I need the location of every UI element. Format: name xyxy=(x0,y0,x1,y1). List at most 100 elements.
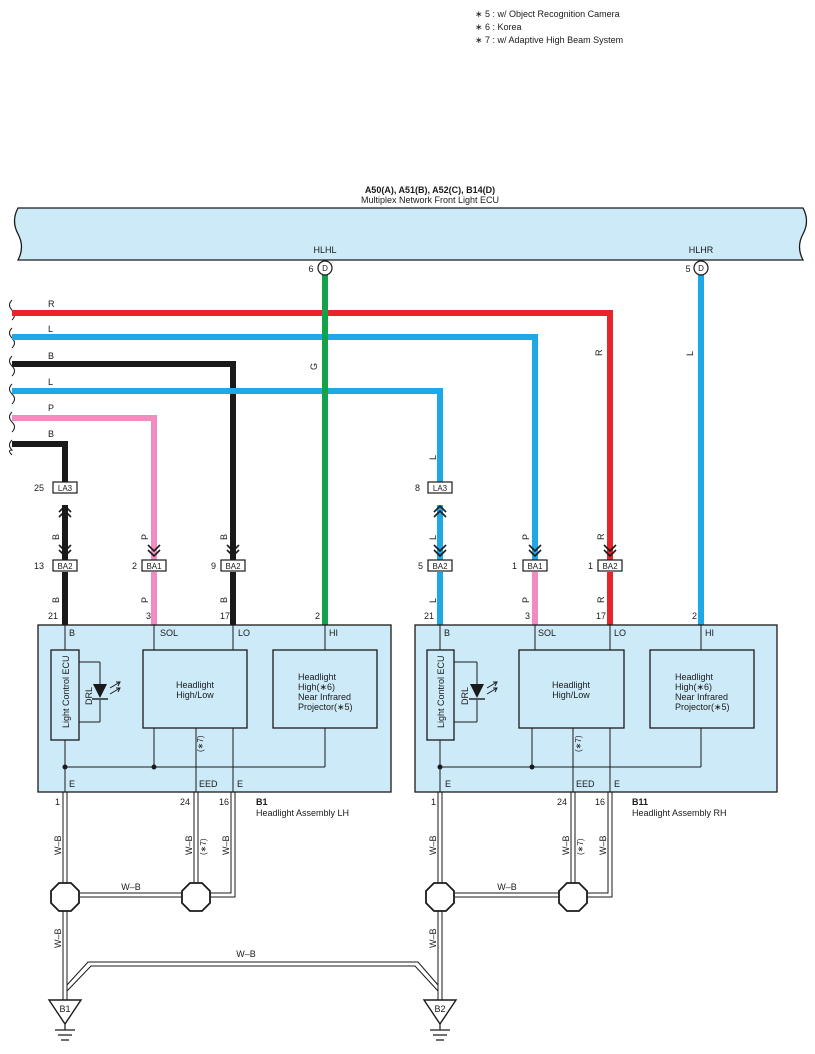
label-b-4: B xyxy=(219,597,229,603)
svg-text:HI: HI xyxy=(705,628,714,638)
svg-text:W–B: W–B xyxy=(598,835,608,855)
svg-text:W–B: W–B xyxy=(53,835,63,855)
svg-text:W–B: W–B xyxy=(184,835,194,855)
svg-text:Headlight: Headlight xyxy=(176,680,215,690)
rh-hi-projector xyxy=(649,649,755,729)
svg-text:(∗7): (∗7) xyxy=(576,838,585,855)
connector-ba2-left-b: BA2 13 xyxy=(34,559,78,572)
svg-text:E: E xyxy=(614,779,620,789)
svg-text:Headlight: Headlight xyxy=(675,672,714,682)
svg-text:LA3: LA3 xyxy=(58,484,73,493)
wire-l-top xyxy=(12,334,538,560)
rh-drl-led-icon xyxy=(469,681,498,700)
label-r-2: R xyxy=(596,596,606,603)
svg-text:W–B: W–B xyxy=(497,882,517,892)
connector-ba2-right-r: BA2 1 xyxy=(588,559,623,572)
svg-text:W–B: W–B xyxy=(561,835,571,855)
svg-text:2: 2 xyxy=(692,611,697,621)
svg-text:1: 1 xyxy=(512,561,517,571)
rh-note7: (∗7) xyxy=(574,735,583,752)
wire-r xyxy=(12,310,613,560)
svg-text:EED: EED xyxy=(199,779,218,789)
svg-text:LO: LO xyxy=(238,628,250,638)
rh-drl-label: DRL xyxy=(460,687,470,705)
connector-boxes: LA3 25 LA3 8 BA2 13 BA1 2 BA2 9 BA2 5 xyxy=(34,481,623,572)
rh-assembly-name: Headlight Assembly RH xyxy=(632,808,727,818)
label-g: G xyxy=(309,363,319,370)
label-p-4: P xyxy=(521,597,531,603)
lh-headlight-high-low xyxy=(142,649,248,729)
lh-note7: (∗7) xyxy=(196,735,205,752)
svg-text:W–B: W–B xyxy=(428,835,438,855)
ecu-hlhl-label: HLHL xyxy=(313,245,336,255)
rh-ecu-label: Light Control ECU xyxy=(436,655,446,728)
label-b-3: B xyxy=(51,597,61,603)
svg-text:EED: EED xyxy=(576,779,595,789)
label-wire-b2: B xyxy=(48,429,54,439)
rh-assembly-code: B11 xyxy=(632,797,648,807)
svg-text:BA2: BA2 xyxy=(225,562,241,571)
label-p-1: P xyxy=(140,534,150,540)
wb-labels: W–B W–B (∗7) W–B W–B W–B W–B W–B W–B (∗7… xyxy=(53,835,608,959)
svg-text:2: 2 xyxy=(315,611,320,621)
lh-ecu-label: Light Control ECU xyxy=(61,655,71,728)
ecu-hlhr-pin: 5 xyxy=(685,264,690,274)
svg-text:13: 13 xyxy=(34,561,44,571)
svg-text:E: E xyxy=(237,779,243,789)
svg-text:16: 16 xyxy=(595,797,605,807)
ground-b1-label: B1 xyxy=(59,1004,70,1014)
svg-text:W–B: W–B xyxy=(428,928,438,948)
svg-text:Near Infrared: Near Infrared xyxy=(298,692,351,702)
svg-text:17: 17 xyxy=(596,611,606,621)
svg-text:Projector(∗5): Projector(∗5) xyxy=(298,702,353,712)
note-6: ∗ 6 : Korea xyxy=(475,22,522,32)
connector-ba1-right-p: BA1 1 xyxy=(512,559,548,572)
svg-text:24: 24 xyxy=(180,797,190,807)
label-b-2: B xyxy=(219,534,229,540)
vertical-wire-labels: G L R L B P B L P R B P B L P R xyxy=(51,349,695,603)
wire-b-top xyxy=(12,361,236,560)
svg-text:9: 9 xyxy=(211,561,216,571)
connector-chevrons xyxy=(58,504,617,558)
svg-text:B: B xyxy=(69,628,75,638)
label-r-down: R xyxy=(594,349,604,356)
svg-text:High/Low: High/Low xyxy=(176,690,214,700)
label-b-1: B xyxy=(51,534,61,540)
svg-text:5: 5 xyxy=(418,561,423,571)
front-light-ecu: A50(A), A51(B), A52(C), B14(D) Multiplex… xyxy=(13,185,808,274)
notes: ∗ 5 : w/ Object Recognition Camera ∗ 6 :… xyxy=(475,9,623,45)
ecu-connectors: A50(A), A51(B), A52(C), B14(D) xyxy=(365,185,495,195)
ground-wiring xyxy=(62,792,613,1000)
label-l-down: L xyxy=(428,455,438,460)
svg-text:Near Infrared: Near Infrared xyxy=(675,692,728,702)
svg-text:3: 3 xyxy=(525,611,530,621)
svg-text:LO: LO xyxy=(614,628,626,638)
ecu-hlhl-pin: 6 xyxy=(308,264,313,274)
svg-text:1: 1 xyxy=(55,797,60,807)
svg-text:BA1: BA1 xyxy=(527,562,543,571)
svg-text:(∗7): (∗7) xyxy=(199,838,208,855)
svg-text:BA2: BA2 xyxy=(57,562,73,571)
svg-text:17: 17 xyxy=(220,611,230,621)
connector-la3-left: LA3 25 xyxy=(34,481,78,494)
wires xyxy=(9,275,704,625)
connector-ba2-right-b: BA2 5 xyxy=(418,559,453,572)
label-p-3: P xyxy=(140,597,150,603)
note-5: ∗ 5 : w/ Object Recognition Camera xyxy=(475,9,620,19)
wire-b-lower xyxy=(12,441,68,488)
rh-headlight-high-low xyxy=(518,649,625,729)
svg-text:Projector(∗5): Projector(∗5) xyxy=(675,702,730,712)
lh-assembly-code: B1 xyxy=(256,797,268,807)
svg-text:16: 16 xyxy=(219,797,229,807)
svg-text:8: 8 xyxy=(415,483,420,493)
svg-text:SOL: SOL xyxy=(538,628,556,638)
splice-points xyxy=(50,882,588,912)
svg-text:21: 21 xyxy=(48,611,58,621)
headlight-assembly-rh: 21 3 17 2 B SOL LO HI Light Control ECU xyxy=(414,611,778,818)
ecu-box xyxy=(13,207,808,261)
label-l-hlhr: L xyxy=(685,351,695,356)
svg-text:High(∗6): High(∗6) xyxy=(675,682,712,692)
svg-text:W–B: W–B xyxy=(121,882,141,892)
connector-ba1-left-p: BA1 2 xyxy=(132,559,167,572)
